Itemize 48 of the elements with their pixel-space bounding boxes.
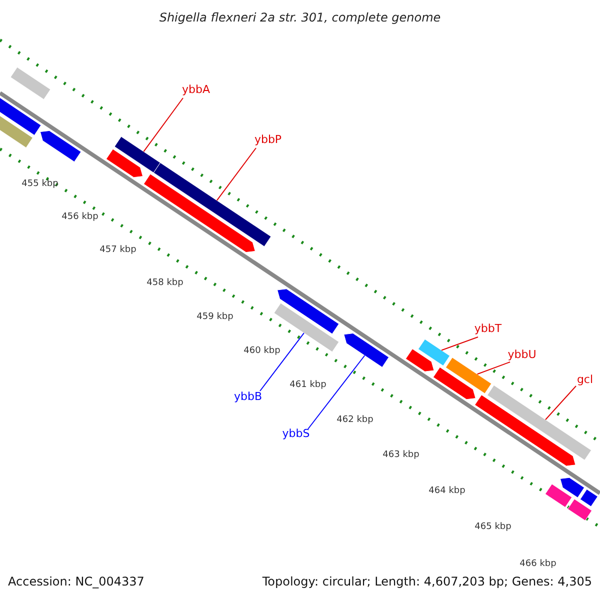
gene-block xyxy=(405,348,434,372)
gene-block xyxy=(560,477,585,498)
scale-label: 458 kbp xyxy=(146,279,184,289)
leader-line xyxy=(545,386,576,420)
gene-block xyxy=(474,394,576,466)
gene-label: ybbA xyxy=(182,84,210,96)
scale-label: 460 kbp xyxy=(244,347,280,357)
gene-block xyxy=(487,384,592,460)
gene-block xyxy=(580,489,598,507)
leader-line xyxy=(216,148,256,201)
gene-block xyxy=(114,136,161,173)
leader-line xyxy=(143,98,184,152)
gene-block xyxy=(544,484,572,508)
footer-text: Topology: circular; Length: 4,607,203 bp; Genes: 4,305 xyxy=(262,575,592,589)
gene-label: gcl xyxy=(576,374,594,386)
scale-label: 463 kbp xyxy=(382,451,420,461)
scale-label: 465 kbp xyxy=(474,523,512,533)
gene-label: ybbS xyxy=(282,428,310,440)
gene-label: ybbP xyxy=(254,134,282,146)
gene-block xyxy=(0,96,42,136)
leader-line xyxy=(441,336,478,351)
leader-line xyxy=(260,332,304,392)
leader-line xyxy=(476,362,510,375)
scale-label: 462 kbp xyxy=(336,416,374,426)
gene-block xyxy=(445,357,492,394)
gene-block xyxy=(10,66,51,100)
scale-label: 461 kbp xyxy=(290,381,326,391)
gene-label: ybbT xyxy=(474,322,502,336)
gene-block xyxy=(344,333,390,368)
scale-label: 464 kbp xyxy=(428,487,466,497)
gene-block xyxy=(567,498,592,521)
title-text: Shigella flexneri 2a str. 301, complete genome xyxy=(159,11,441,25)
gene-label: ybbU xyxy=(508,348,536,362)
footer-text: Accession: NC_004337 xyxy=(8,575,144,589)
gene-label: ybbB xyxy=(234,390,262,404)
scale-label: 466 kbp xyxy=(520,560,556,570)
scale-label: 459 kbp xyxy=(196,313,234,323)
gene-block xyxy=(418,338,450,366)
scale-label: 456 kbp xyxy=(62,213,98,223)
gene-block xyxy=(40,130,82,162)
gene-block xyxy=(432,366,476,400)
scale-label: 457 kbp xyxy=(100,246,136,256)
gene-block xyxy=(153,162,272,247)
gene-block xyxy=(143,174,256,253)
gene-block xyxy=(277,288,340,334)
scale-label: 455 kbp xyxy=(22,180,58,190)
gene-block xyxy=(106,148,144,178)
leader-line xyxy=(308,355,366,430)
